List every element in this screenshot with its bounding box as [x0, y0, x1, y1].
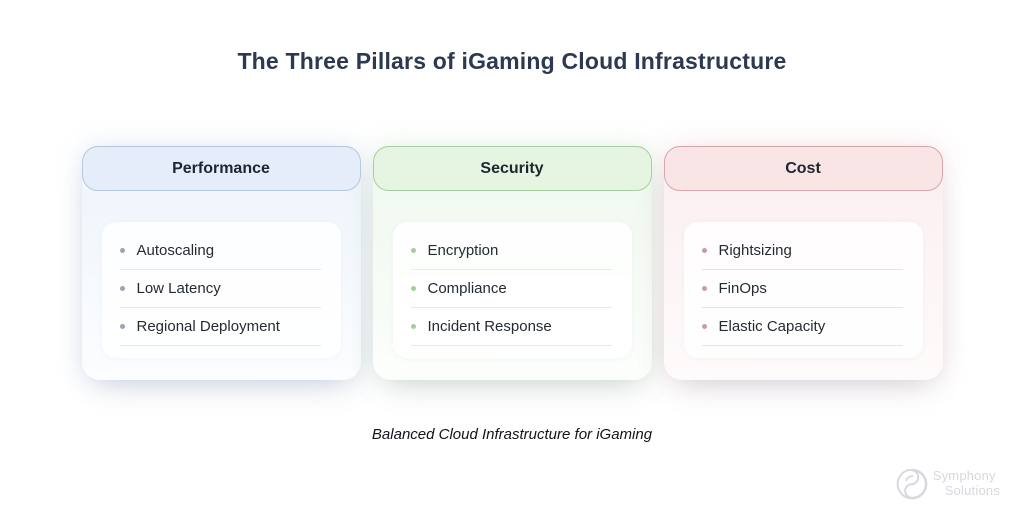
watermark-line2: Solutions — [944, 483, 1000, 498]
pillar-header-performance: Performance — [81, 146, 361, 191]
pillar-items-card: Autoscaling Low Latency Regional Deploym… — [101, 222, 341, 358]
page-title: The Three Pillars of iGaming Cloud Infra… — [237, 48, 787, 74]
pillars-row: Performance Autoscaling Low Latency Regi… — [0, 146, 1024, 380]
list-item-label: Autoscaling — [136, 242, 215, 259]
watermark-text: Symphony Solutions — [933, 469, 1000, 498]
pillar-items-card: Rightsizing FinOps Elastic Capacity — [683, 222, 923, 358]
bullet-icon — [410, 248, 416, 253]
bullet-icon — [410, 324, 416, 329]
list-item: Elastic Capacity — [701, 308, 903, 346]
pillar-cost: Cost Rightsizing FinOps Elastic Capacity — [663, 146, 943, 380]
bullet-icon — [701, 324, 707, 329]
list-item-label: Low Latency — [136, 280, 221, 297]
list-item-label: Incident Response — [427, 318, 552, 335]
watermark-logo: Symphony Solutions — [895, 467, 1000, 501]
bullet-icon — [119, 324, 125, 329]
list-item: Autoscaling — [119, 232, 321, 270]
bullet-icon — [119, 248, 125, 253]
bullet-icon — [701, 248, 707, 253]
list-item: Incident Response — [410, 308, 612, 346]
bullet-icon — [410, 286, 416, 291]
pillar-performance: Performance Autoscaling Low Latency Regi… — [81, 146, 361, 380]
bullet-icon — [119, 286, 125, 291]
pillar-security: Security Encryption Compliance Incident … — [372, 146, 652, 380]
list-item-label: FinOps — [718, 280, 767, 297]
list-item: Regional Deployment — [119, 308, 321, 346]
list-item-label: Compliance — [427, 280, 507, 297]
pillar-header-label: Security — [480, 159, 544, 177]
pillar-header-security: Security — [372, 146, 652, 191]
list-item-label: Regional Deployment — [136, 318, 280, 335]
list-item-label: Rightsizing — [718, 242, 792, 259]
bullet-icon — [701, 286, 707, 291]
list-item: Low Latency — [119, 270, 321, 308]
watermark-line1: Symphony — [932, 468, 996, 484]
list-item: Rightsizing — [701, 232, 903, 270]
list-item: Encryption — [410, 232, 612, 270]
symphony-swirl-icon — [896, 468, 928, 500]
list-item: Compliance — [410, 270, 612, 308]
list-item-label: Encryption — [427, 242, 499, 259]
pillar-header-label: Cost — [785, 159, 821, 177]
pillar-header-cost: Cost — [663, 146, 943, 191]
pillar-items-card: Encryption Compliance Incident Response — [392, 222, 632, 358]
pillar-header-label: Performance — [172, 159, 270, 177]
list-item-label: Elastic Capacity — [718, 318, 826, 335]
caption: Balanced Cloud Infrastructure for iGamin… — [371, 426, 653, 443]
list-item: FinOps — [701, 270, 903, 308]
